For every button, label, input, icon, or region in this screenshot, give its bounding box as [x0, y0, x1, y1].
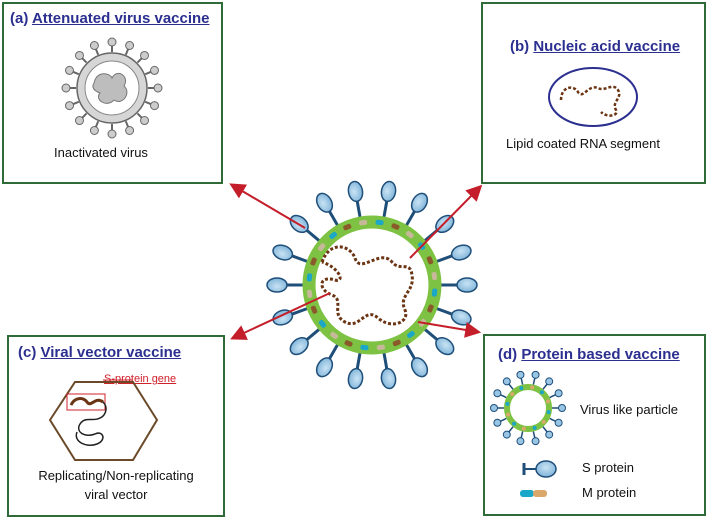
panel-d-title-text: Protein based vaccine [521, 346, 680, 363]
membrane-protein [392, 339, 401, 347]
panel-c-prefix: (c) [18, 344, 41, 361]
spike-stalk [404, 209, 417, 227]
membrane-protein [310, 257, 317, 266]
spike-stalk [327, 343, 340, 361]
gene-highlight-box [66, 393, 106, 411]
spike-stalk [435, 306, 454, 316]
spike-stalk [423, 327, 439, 342]
lipid-coat [548, 67, 638, 127]
membrane-protein [405, 231, 414, 239]
panel-d-prefix: (d) [498, 346, 522, 363]
panel-a-title: (a) Attenuated virus vaccine [10, 10, 210, 27]
membrane-protein [306, 289, 313, 298]
inactivated-virus-icon [61, 37, 163, 139]
membrane-protein [330, 331, 339, 339]
arrow-to-b [409, 184, 483, 259]
spike-head [272, 244, 294, 261]
s-protein-legend-icon [522, 460, 557, 478]
spike-stalk [382, 351, 389, 370]
panel-b-caption: Lipid coated RNA segment [506, 136, 660, 151]
vlp-label: Virus like particle [580, 402, 679, 417]
spike-head [315, 192, 334, 213]
viral-rna [320, 245, 414, 326]
panel-c-caption-line1: Replicating/Non-replicating [38, 468, 194, 483]
spike-head [435, 336, 455, 356]
spike-stalk [327, 209, 340, 227]
spike-head [410, 357, 429, 378]
spike-head [450, 244, 472, 261]
arrow-to-d [417, 321, 482, 338]
spike-stalk [355, 200, 362, 219]
membrane-protein [431, 288, 438, 297]
panel-c-title-text: Viral vector vaccine [40, 344, 182, 361]
panel-b-title: (b) Nucleic acid vaccine [510, 38, 680, 55]
membrane-protein [310, 305, 318, 314]
arrow-to-c [230, 292, 331, 340]
virus-like-particle-icon [490, 370, 566, 446]
m-protein-label: M protein [582, 485, 637, 500]
spike-head [450, 309, 472, 326]
viral-membrane [302, 215, 442, 355]
membrane-protein [391, 223, 400, 230]
s-gene-segment [69, 397, 104, 406]
spike-stalk [305, 327, 321, 342]
spike-head [289, 336, 309, 356]
membrane-protein [318, 243, 326, 252]
spike-proteins [266, 180, 478, 390]
panel-a-caption: Inactivated virus [54, 145, 148, 160]
spike-stalk [404, 343, 417, 361]
viral-vector-icon [48, 379, 159, 461]
panel-c-caption-line2: viral vector [84, 487, 148, 502]
membrane-protein [359, 219, 368, 226]
s-protein-label: S protein [582, 460, 635, 475]
spike-head [315, 357, 334, 378]
panel-b-title-text: Nucleic acid vaccine [533, 38, 681, 55]
membrane-protein [376, 344, 385, 351]
spike-head [380, 367, 397, 390]
rna-segment [559, 85, 621, 117]
spike-head [272, 309, 294, 326]
vector-genome [70, 397, 107, 446]
spike-head [266, 277, 288, 293]
panel-nucleic-acid [481, 2, 706, 184]
panel-d-title: (d) Protein based vaccine [498, 346, 680, 363]
panel-viral-vector [7, 335, 225, 517]
spike-stalk [290, 254, 309, 264]
spike-stalk [355, 351, 362, 370]
m-protein-legend-icon [520, 490, 547, 497]
spike-stalk [305, 228, 321, 243]
spike-stalk [290, 306, 309, 316]
membrane-protein [431, 272, 438, 281]
membrane-protein [329, 231, 337, 240]
vector-capsid [48, 381, 159, 461]
spike-head [347, 180, 364, 203]
arrow-to-a [229, 183, 306, 229]
membrane-protein [306, 273, 313, 282]
panel-a-prefix: (a) [10, 10, 32, 27]
membrane-protein [375, 219, 384, 226]
membrane-protein [360, 344, 369, 351]
panel-a-title-text: Attenuated virus vaccine [31, 10, 210, 27]
membrane-protein [318, 320, 327, 328]
spike-head [380, 180, 397, 203]
spike-stalk [435, 254, 454, 264]
membrane-protein [407, 330, 415, 339]
membrane-protein [343, 223, 352, 231]
spike-head [347, 367, 364, 390]
spike-head [456, 277, 478, 293]
membrane-protein [427, 304, 434, 313]
membrane-protein [344, 340, 353, 347]
lipid-coated-rna-icon [548, 67, 638, 127]
panel-c-title: (c) Viral vector vaccine [18, 344, 181, 361]
membrane-protein [426, 256, 434, 265]
panel-b-prefix: (b) [510, 38, 534, 55]
spike-stalk [382, 200, 389, 219]
spike-head [410, 192, 429, 213]
